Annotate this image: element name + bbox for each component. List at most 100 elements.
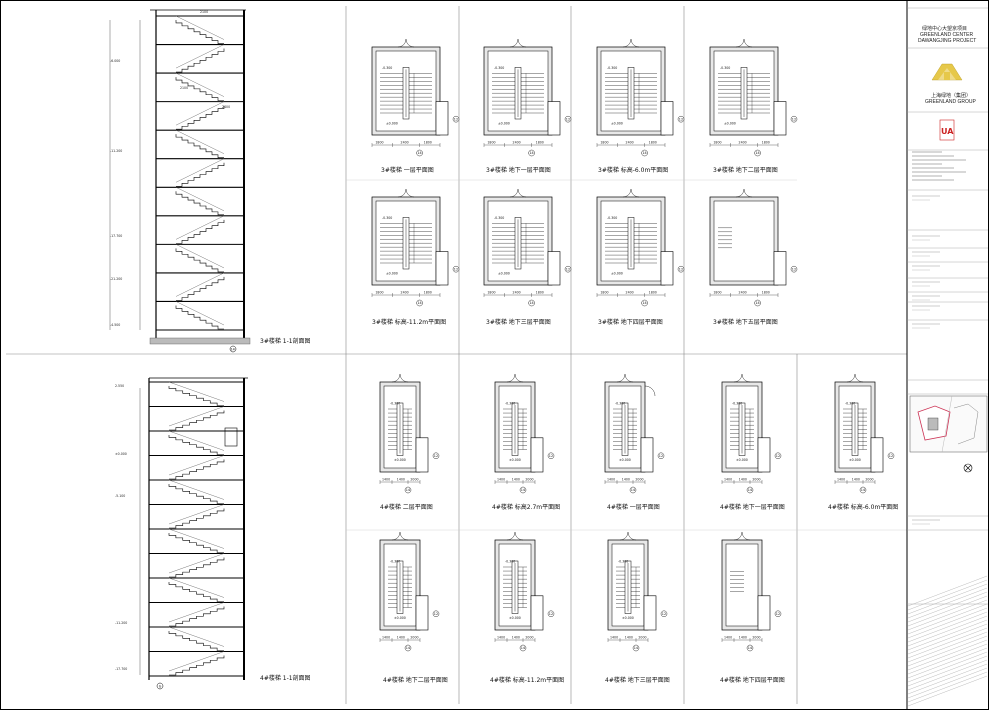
plan-dim-2: 1400	[852, 478, 860, 482]
plan-level: -0.300	[390, 560, 400, 564]
grid-bubble-label: 14	[748, 488, 752, 492]
sec3-level-1: -6.000	[110, 59, 120, 63]
plan-dim-2: 1400	[397, 636, 405, 640]
plan-level: -0.300	[382, 66, 392, 70]
grid-bubble-label: 14	[406, 646, 410, 650]
plan-dim-2: 2400	[739, 141, 747, 145]
plan-dim-3: 2000	[525, 478, 533, 482]
plan-dim-2: 1400	[512, 478, 520, 482]
section-3-drawing: -6.000 -11.200 -17.700 -21.200 -4.500 21…	[109, 9, 251, 353]
plan-dim-1: 1400	[382, 636, 390, 640]
plan-dim-1: 1400	[607, 478, 615, 482]
client-name: 绿地中心大望京项目	[922, 25, 967, 32]
grid-bubble-label: 14	[521, 488, 525, 492]
plan-level: ±0.000	[849, 458, 861, 462]
plan-dim-3: 2000	[635, 478, 643, 482]
greenland-logo	[931, 63, 963, 81]
plan-4-1-caption: 4#楼梯 二层平面图	[380, 503, 433, 511]
grid-bubble-label: 12	[434, 612, 438, 616]
plan-dim-1: 1400	[724, 478, 732, 482]
plan-3-3-caption: 3#楼梯 标高-6.0m平面图	[598, 166, 668, 174]
plan-3-7-caption: 3#楼梯 地下四层平面图	[598, 318, 663, 326]
plan-dim-3: 2000	[638, 636, 646, 640]
sec4-level-5: -17.700	[115, 667, 127, 671]
plan-dim-2: 2400	[401, 141, 409, 145]
sec4-level-1: 2.550	[115, 384, 124, 388]
sec3-level-2: -11.200	[110, 149, 122, 153]
plan-level: ±0.000	[611, 271, 623, 275]
plan-dim-1: 1400	[610, 636, 618, 640]
plan-level: ±0.000	[386, 121, 398, 125]
grid-bubble-label: 14	[417, 301, 421, 305]
panel-dividers	[6, 6, 907, 704]
plan-level: ±0.000	[509, 616, 521, 620]
plan-level: -0.300	[607, 216, 617, 220]
plan-dim-3: 2000	[410, 478, 418, 482]
sec4-level-3: -5.100	[115, 494, 125, 498]
sec3-grid: 14	[231, 347, 235, 351]
grid-bubble-label: 12	[434, 454, 438, 458]
sec4-level-2: ±0.000	[115, 452, 127, 456]
plan-level: ±0.000	[622, 616, 634, 620]
plan-level: ±0.000	[394, 616, 406, 620]
plan-4-6-caption: 4#楼梯 地下二层平面图	[383, 676, 448, 684]
title-hatch	[907, 575, 988, 707]
group-name-en: GREENLAND GROUP	[925, 99, 977, 105]
plan-dim-2: 1400	[397, 478, 405, 482]
sec3-flight-b: 2400	[222, 105, 230, 109]
grid-bubble-label: 12	[549, 454, 553, 458]
plan-level: ±0.000	[394, 458, 406, 462]
plan-3-2-caption: 3#楼梯 地下一层平面图	[486, 166, 551, 174]
plan-dim-3: 1800	[762, 141, 770, 145]
plan-dim-2: 2400	[513, 141, 521, 145]
title-block: 绿地中心大望京项目 GREENLAND CENTER DAWANGJING PR…	[906, 1, 988, 709]
plan-dim-3: 2000	[410, 636, 418, 640]
grid-bubble-label: 14	[406, 488, 410, 492]
plan-dim-3: 2000	[752, 478, 760, 482]
plan-dim-3: 2000	[525, 636, 533, 640]
plan-dim-1: 1800	[713, 291, 721, 295]
plan-dim-1: 1800	[487, 291, 495, 295]
grid-bubble-label: 14	[642, 301, 646, 305]
plan-dim-2: 1400	[739, 478, 747, 482]
plan-3-5-caption: 3#楼梯 标高-11.2m平面图	[372, 318, 446, 326]
plan-level: ±0.000	[611, 121, 623, 125]
plan-4-6: 1400 1400 2000 12 14 -0.300 ±0.000	[379, 531, 440, 652]
plan-dim-3: 1800	[649, 141, 657, 145]
plan-4-5-caption: 4#楼梯 标高-6.0m平面图	[828, 503, 898, 511]
plan-dim-3: 1800	[536, 291, 544, 295]
plan-dim-2: 2400	[626, 141, 634, 145]
sec4-grid: G	[159, 684, 162, 688]
grid-bubble-label: 14	[642, 151, 646, 155]
architect-logo-text: UA	[941, 127, 954, 136]
plan-dim-3: 1800	[536, 141, 544, 145]
plan-level: ±0.000	[386, 271, 398, 275]
plan-dim-1: 1800	[600, 141, 608, 145]
grid-bubble-label: 12	[679, 267, 683, 271]
plan-dim-3: 1800	[424, 141, 432, 145]
plan-level: ±0.000	[498, 121, 510, 125]
plan-dim-2: 1400	[622, 478, 630, 482]
project-name-en-2: DAWANGJING PROJECT	[918, 38, 976, 44]
grid-bubble-label: 12	[792, 267, 796, 271]
plan-dim-2: 1400	[625, 636, 633, 640]
plan-4-9-caption: 4#楼梯 地下四层平面图	[720, 676, 785, 684]
plan-level: -0.300	[382, 216, 392, 220]
plan-level: ±0.000	[724, 121, 736, 125]
plan-dim-2: 1400	[739, 636, 747, 640]
plan-level: -0.300	[720, 66, 730, 70]
grid-bubble-label: 14	[529, 301, 533, 305]
plan-level: -0.300	[494, 216, 504, 220]
grid-bubble-label: 12	[566, 267, 570, 271]
plan-level: -0.300	[494, 66, 504, 70]
north-arrow-icon	[963, 463, 973, 473]
